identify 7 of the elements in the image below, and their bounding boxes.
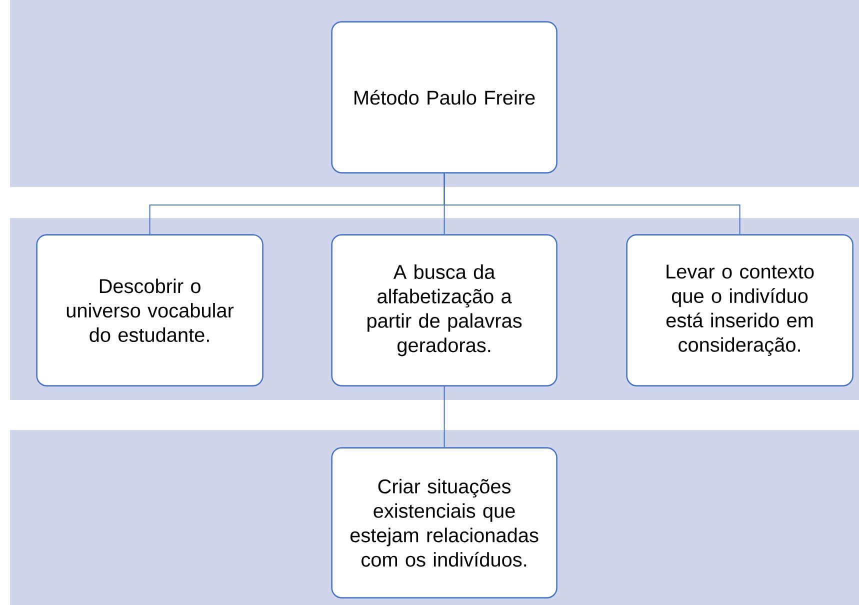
connector-line — [444, 172, 740, 235]
process-box: Descobrir o universo vocabular do estudante. — [36, 234, 264, 386]
process-box: Criar situações existenciais que estejam relacionadas com os indivíduos. — [331, 447, 558, 598]
process-box: Levar o contexto que o indivíduo está inserido em consideração. — [626, 234, 854, 386]
process-box: Método Paulo Freire — [331, 21, 558, 174]
connector-line — [444, 386, 445, 448]
process-box: A busca da alfabetização a partir de palavras geradoras. — [331, 234, 558, 386]
